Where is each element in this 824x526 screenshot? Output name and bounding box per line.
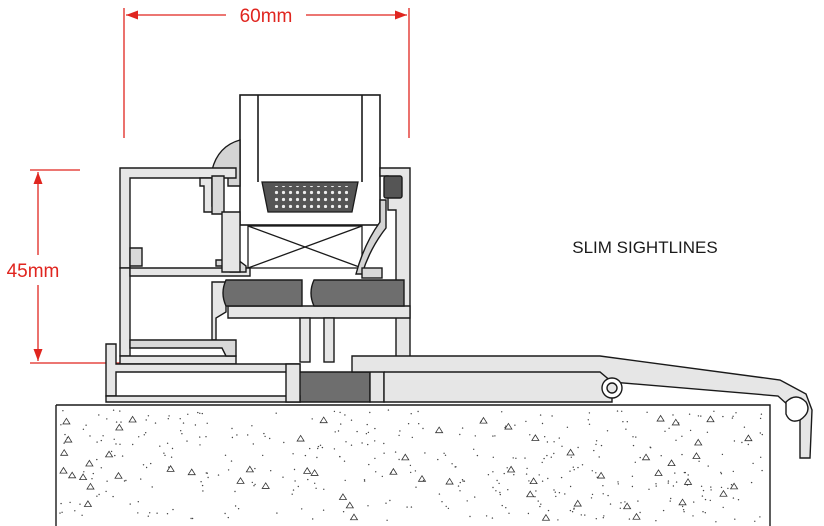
sash-frame-profile (221, 167, 411, 363)
threshold-sill-profile (105, 343, 813, 459)
thermal-break-strips (222, 279, 405, 403)
edge-gasket (261, 181, 359, 213)
setting-block (247, 225, 363, 269)
width-dimension: 60mm (123, 6, 410, 138)
height-dimension-label: 45mm (7, 261, 60, 282)
concrete-texture (59, 409, 763, 523)
width-dimension-label: 60mm (240, 6, 293, 27)
slim-sightlines-caption: SLIM SIGHTLINES (572, 238, 717, 257)
concrete-floor (55, 404, 771, 526)
height-dimension: 45mm (7, 169, 120, 364)
